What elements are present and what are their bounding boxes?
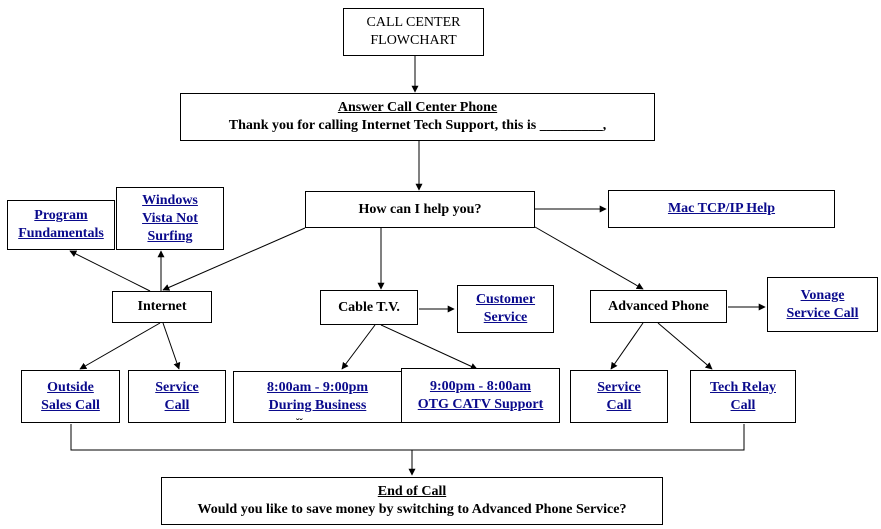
program-box[interactable]: Program Fundamentals <box>7 200 115 250</box>
day-box[interactable]: 8:00am - 9:00pm During Business <box>233 371 402 423</box>
cable-label: Cable T.V. <box>338 299 400 315</box>
arrow-help-to-internet <box>162 227 306 291</box>
service-phone-link[interactable]: Service Call <box>597 379 641 413</box>
advanced-box: Advanced Phone <box>590 290 727 323</box>
answer-heading: Answer Call Center Phone <box>337 100 498 115</box>
night-link[interactable]: 9:00pm - 8:00am OTG CATV Support <box>417 378 544 412</box>
arrow-internet-to-program <box>69 250 151 292</box>
relay-box[interactable]: Tech Relay Call <box>690 370 796 423</box>
cable-box: Cable T.V. <box>320 290 418 325</box>
windows-link[interactable]: Windows Vista Not Surfing <box>142 192 198 244</box>
vonage-link[interactable]: Vonage Service Call <box>786 287 859 321</box>
internet-box: Internet <box>112 291 212 323</box>
outside-box[interactable]: Outside Sales Call <box>21 370 120 423</box>
help-box: How can I help you? <box>305 191 535 228</box>
arrow-internet-to-outside <box>79 322 161 370</box>
mac-link[interactable]: Mac TCP/IP Help <box>667 201 776 216</box>
internet-label: Internet <box>137 299 187 314</box>
night-box[interactable]: 9:00pm - 8:00am OTG CATV Support <box>401 368 560 423</box>
merge-line <box>70 424 745 451</box>
program-link[interactable]: Program Fundamentals <box>18 208 104 241</box>
title-box: CALL CENTER FLOWCHART <box>343 8 484 56</box>
arrow-cable-to-night <box>380 324 478 370</box>
advanced-label: Advanced Phone <box>608 298 709 314</box>
arrow-advanced-to-service <box>610 322 644 370</box>
answer-script: Thank you for calling Internet Tech Supp… <box>228 118 607 133</box>
end-question: Would you like to save money by switchin… <box>197 502 627 517</box>
customer-link[interactable]: Customer Service <box>475 292 536 325</box>
day-overflow-mark: ˘˘ <box>296 418 303 429</box>
relay-link[interactable]: Tech Relay Call <box>710 379 776 413</box>
arrow-advanced-to-relay <box>657 322 713 370</box>
end-box: End of Call Would you like to save money… <box>161 477 663 525</box>
outside-link[interactable]: Outside Sales Call <box>41 379 100 413</box>
title-line-1: CALL CENTER <box>366 15 461 30</box>
arrow-cable-to-day <box>341 324 376 370</box>
arrow-help-to-advanced <box>534 226 644 290</box>
customer-box[interactable]: Customer Service <box>457 285 554 333</box>
day-link[interactable]: 8:00am - 9:00pm During Business <box>266 380 369 413</box>
help-label: How can I help you? <box>358 201 482 217</box>
title-line-2: FLOWCHART <box>370 33 457 48</box>
vonage-box[interactable]: Vonage Service Call <box>767 277 878 332</box>
service-phone-box[interactable]: Service Call <box>570 370 668 423</box>
answer-box: Answer Call Center Phone Thank you for c… <box>180 93 655 141</box>
windows-box[interactable]: Windows Vista Not Surfing <box>116 187 224 250</box>
arrow-internet-to-service <box>162 322 181 370</box>
service-internet-link[interactable]: Service Call <box>155 379 199 413</box>
service-internet-box[interactable]: Service Call <box>128 370 226 423</box>
end-heading: End of Call <box>377 484 447 499</box>
mac-box[interactable]: Mac TCP/IP Help <box>608 190 835 228</box>
